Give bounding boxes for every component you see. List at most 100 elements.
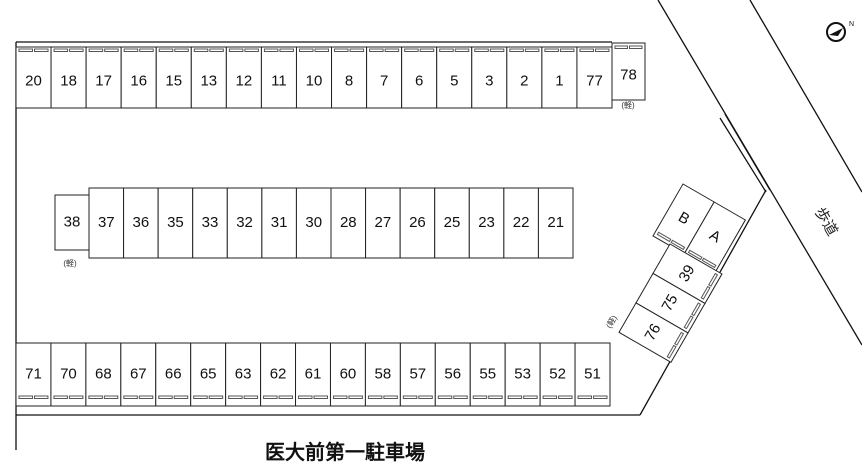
parking-stall-30[interactable]: 30 bbox=[295, 187, 332, 259]
stall-number: 25 bbox=[444, 214, 461, 231]
parking-stall-35[interactable]: 35 bbox=[157, 187, 194, 259]
wheel-stop bbox=[474, 48, 489, 52]
wheel-stop bbox=[33, 395, 49, 399]
wheel-stop bbox=[369, 48, 384, 52]
parking-stall-75[interactable]: 75 bbox=[635, 272, 706, 334]
wheel-stop bbox=[367, 395, 383, 399]
parking-stall-1[interactable]: 1 bbox=[541, 46, 578, 109]
kei-car-label: (軽) bbox=[63, 259, 77, 268]
parking-stall-36[interactable]: 36 bbox=[123, 187, 159, 259]
parking-stall-32[interactable]: 32 bbox=[226, 187, 263, 259]
parking-stall-51[interactable]: 51 bbox=[574, 342, 611, 407]
lot-boundaries bbox=[15, 0, 862, 450]
parking-stall-3[interactable]: 3 bbox=[471, 46, 508, 109]
stall-number: 38 bbox=[64, 213, 81, 230]
wheel-stop bbox=[298, 48, 314, 52]
parking-stall-15[interactable]: 15 bbox=[155, 46, 192, 109]
parking-stall-53[interactable]: 53 bbox=[504, 342, 541, 407]
parking-stall-31[interactable]: 31 bbox=[261, 187, 297, 259]
stall-outline bbox=[330, 187, 367, 259]
wheel-stop bbox=[488, 395, 503, 399]
wheel-stop bbox=[243, 395, 259, 399]
wheel-stop bbox=[509, 48, 524, 52]
stall-outline bbox=[88, 187, 125, 259]
parking-stall-39[interactable]: 39 bbox=[652, 243, 723, 305]
stall-number: 28 bbox=[340, 214, 357, 231]
stall-number: 51 bbox=[584, 365, 601, 382]
parking-stall-58[interactable]: 58 bbox=[364, 342, 401, 407]
parking-stall-12[interactable]: 12 bbox=[225, 46, 262, 109]
parking-stall-23[interactable]: 23 bbox=[468, 187, 505, 259]
wheel-stop bbox=[123, 395, 138, 399]
parking-stall-68[interactable]: 68 bbox=[85, 342, 122, 407]
parking-stall-37[interactable]: 37 bbox=[88, 187, 125, 259]
stall-number: 21 bbox=[547, 214, 564, 231]
wheel-stop bbox=[683, 315, 694, 330]
parking-stall-21[interactable]: 21 bbox=[537, 187, 574, 259]
parking-stall-62[interactable]: 62 bbox=[260, 342, 297, 407]
parking-stall-2[interactable]: 2 bbox=[506, 46, 543, 109]
parking-stall-10[interactable]: 10 bbox=[295, 46, 333, 109]
parking-stall-60[interactable]: 60 bbox=[329, 342, 366, 407]
stall-outline bbox=[50, 46, 87, 109]
parking-stall-33[interactable]: 33 bbox=[192, 187, 228, 259]
stall-outline bbox=[506, 46, 543, 109]
parking-stall-25[interactable]: 25 bbox=[434, 187, 470, 259]
parking-stall-56[interactable]: 56 bbox=[434, 342, 471, 407]
wheel-stop bbox=[439, 48, 454, 52]
parking-stall-16[interactable]: 16 bbox=[120, 46, 157, 109]
parking-stall-A[interactable]: A bbox=[683, 201, 747, 273]
wheel-stop bbox=[208, 395, 224, 399]
stall-outline bbox=[576, 46, 613, 109]
stall-outline bbox=[365, 187, 401, 259]
parking-stall-76[interactable]: 76 bbox=[618, 302, 689, 364]
lot-title: 医大前第一駐車場 bbox=[265, 440, 425, 464]
wheel-stop bbox=[209, 48, 224, 52]
parking-stall-13[interactable]: 13 bbox=[190, 46, 227, 109]
parking-stall-17[interactable]: 17 bbox=[85, 46, 122, 109]
parking-stall-52[interactable]: 52 bbox=[539, 342, 576, 407]
parking-stall-65[interactable]: 65 bbox=[190, 342, 227, 407]
kei-car-label: (軽) bbox=[604, 313, 619, 329]
parking-stall-8[interactable]: 8 bbox=[331, 46, 368, 109]
wheel-stop bbox=[384, 48, 400, 52]
parking-stall-26[interactable]: 26 bbox=[399, 187, 436, 259]
wheel-stop bbox=[577, 395, 593, 399]
parking-stall-55[interactable]: 55 bbox=[469, 342, 506, 407]
parking-stall-70[interactable]: 70 bbox=[50, 342, 87, 407]
parking-stall-63[interactable]: 63 bbox=[225, 342, 262, 407]
parking-stall-67[interactable]: 67 bbox=[120, 342, 157, 407]
stall-number: 36 bbox=[133, 214, 150, 231]
parking-stall-18[interactable]: 18 bbox=[50, 46, 87, 109]
parking-stall-38[interactable]: 38 bbox=[54, 194, 90, 251]
parking-stall-71[interactable]: 71 bbox=[15, 342, 52, 407]
parking-stall-27[interactable]: 27 bbox=[365, 187, 401, 259]
stall-number: 39 bbox=[675, 262, 698, 285]
wheel-stop bbox=[193, 48, 209, 52]
stall-number: 55 bbox=[479, 365, 496, 382]
parking-stall-57[interactable]: 57 bbox=[399, 342, 436, 407]
parking-stall-11[interactable]: 11 bbox=[260, 46, 297, 109]
parking-stall-28[interactable]: 28 bbox=[330, 187, 367, 259]
parking-stall-61[interactable]: 61 bbox=[295, 342, 331, 407]
parking-stall-7[interactable]: 7 bbox=[366, 46, 403, 109]
stall-number: 5 bbox=[450, 72, 458, 89]
kei-car-label: (軽) bbox=[621, 101, 635, 110]
stall-number: 68 bbox=[95, 365, 112, 382]
parking-stall-66[interactable]: 66 bbox=[155, 342, 192, 407]
wheel-stop bbox=[69, 48, 84, 52]
wheel-stop bbox=[691, 302, 702, 317]
stall-number: 58 bbox=[375, 365, 392, 382]
wheel-stop bbox=[103, 395, 119, 399]
wheel-stop bbox=[542, 395, 558, 399]
parking-stall-78[interactable]: 78 bbox=[611, 42, 646, 101]
parking-stall-22[interactable]: 22 bbox=[503, 187, 539, 259]
wheel-stop bbox=[88, 395, 103, 399]
parking-stall-5[interactable]: 5 bbox=[436, 46, 473, 109]
parking-stall-20[interactable]: 20 bbox=[15, 46, 52, 109]
stall-outline bbox=[225, 46, 262, 109]
parking-stall-6[interactable]: 6 bbox=[401, 46, 438, 109]
parking-stall-77[interactable]: 77 bbox=[576, 46, 613, 109]
stall-number: 57 bbox=[409, 365, 426, 382]
